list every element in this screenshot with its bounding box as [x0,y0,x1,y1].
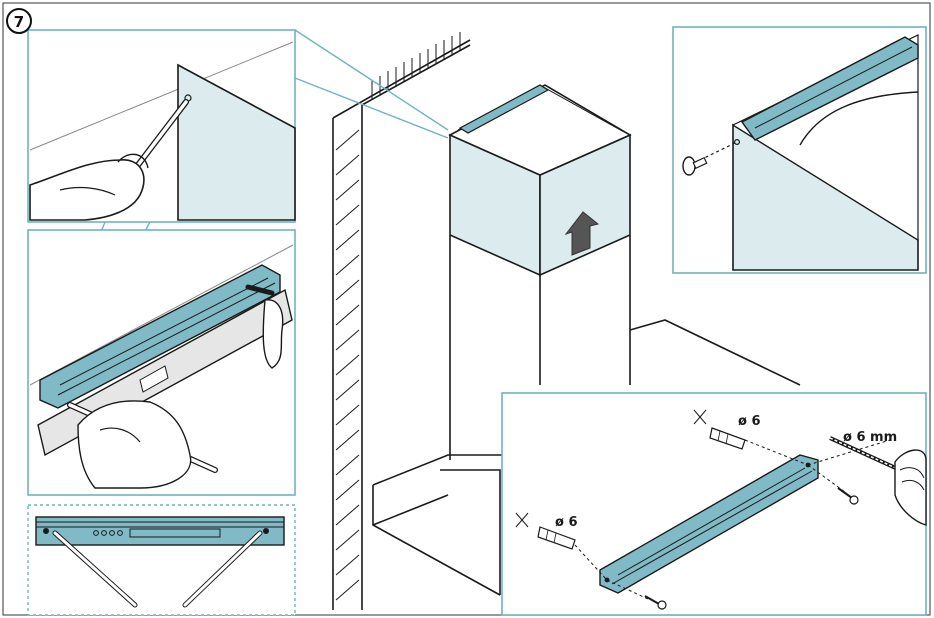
screw-bottom-right-icon [837,487,859,505]
hole-diameter-label-left: ø 6 [555,515,578,530]
screw-icon [682,156,708,176]
panel-drilling: ø 6 ø 6 ø 6 mm [501,392,927,616]
up-arrow-icon [564,211,600,256]
drill-icon [894,449,927,526]
wall-bracket [599,454,819,594]
hole-diameter-label-top: ø 6 [738,414,761,429]
wall-plug-left-icon [537,526,576,550]
wall-plug-top-icon [709,427,746,450]
panel-leveling-bracket [27,229,296,496]
step-number: 7 [14,13,24,31]
bracket-top-view [35,516,285,546]
panel-screw-chimney [672,26,927,274]
screw-bottom-left-icon [644,595,667,610]
hand-right-icon [262,299,284,369]
hand-left-icon [77,400,192,489]
panel-bracket-detail [27,504,296,616]
mounting-bracket [39,264,281,409]
drill-bit-icon [829,436,901,472]
main-scene [332,32,801,610]
hand-icon [29,159,145,221]
drill-bit-diameter-label: ø 6 mm [843,430,897,445]
step-badge: 7 [6,8,32,34]
wall-hatching [335,32,461,601]
panel-marking-holes [27,29,296,223]
chimney-bracket [740,36,919,141]
crosshair-marks [515,409,707,528]
